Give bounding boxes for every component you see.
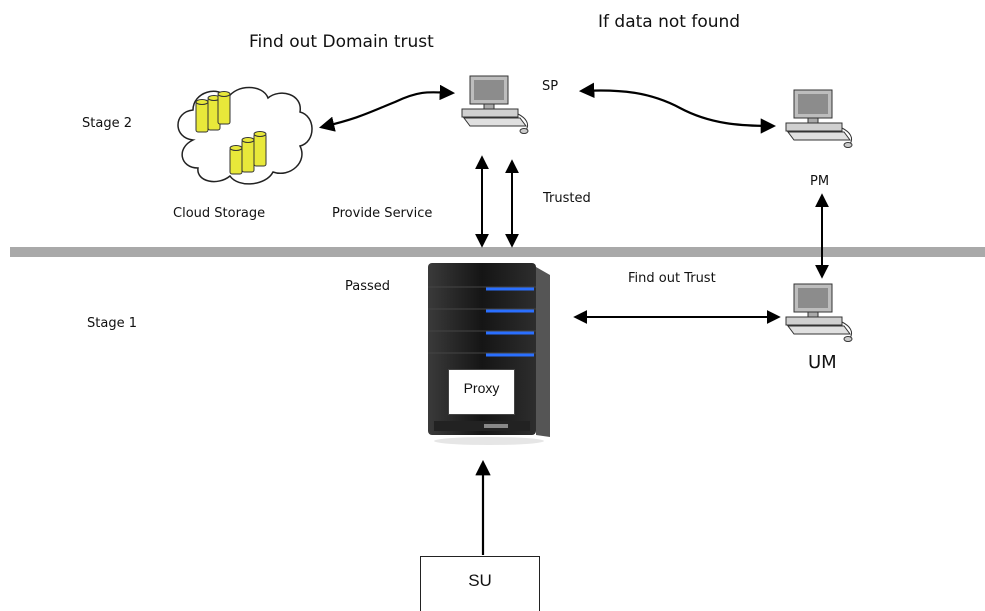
stage2-label: Stage 2 [82, 116, 132, 131]
cloud-storage-icon [177, 86, 313, 185]
passed-label: Passed [345, 279, 391, 294]
pm-computer-icon [785, 89, 853, 148]
cloud-sp-arrow [319, 84, 456, 132]
stage-divider [10, 247, 985, 257]
proxy-label: Proxy [448, 369, 515, 415]
cloud-storage-label: Cloud Storage [173, 206, 266, 221]
find-out-trust-label: Find out Trust [628, 271, 716, 286]
sp-label: SP [542, 79, 559, 94]
if-data-not-found-label: If data not found [598, 12, 741, 32]
um-label: UM [808, 352, 837, 373]
proxy-server-icon [428, 263, 550, 445]
su-box: SU [420, 556, 540, 611]
find-domain-trust-label: Find out Domain trust [249, 32, 434, 52]
trusted-label: Trusted [543, 191, 591, 206]
pm-label: PM [810, 174, 830, 189]
sp-computer-icon [461, 75, 529, 134]
um-computer-icon [785, 283, 853, 342]
sp-pm-arrow [578, 82, 777, 134]
stage1-label: Stage 1 [87, 316, 137, 331]
provide-service-label: Provide Service [332, 206, 433, 221]
